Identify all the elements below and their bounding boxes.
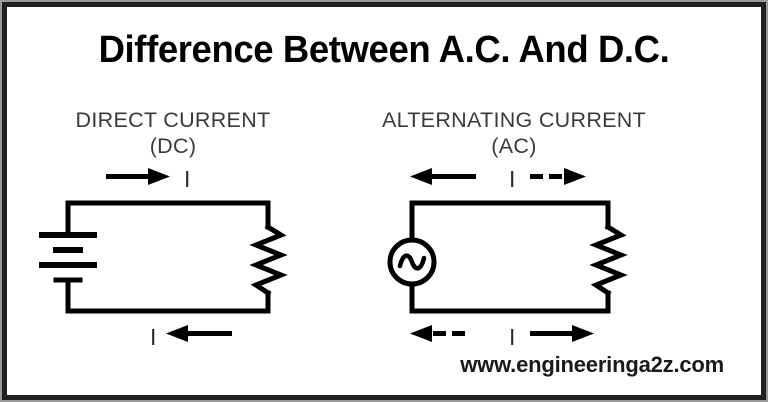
ac-bottom-right-arrow-shaft xyxy=(530,331,576,336)
ac-top-right-arrow-dash-2 xyxy=(549,174,562,179)
ac-bottom-left-arrow-head xyxy=(410,325,432,342)
ac-top-left-arrow-head xyxy=(410,168,432,185)
dc-bottom-current-arrow xyxy=(166,325,232,342)
ac-top-left-current-arrow xyxy=(410,168,476,185)
ac-heading-main: ALTERNATING CURRENT xyxy=(381,108,647,132)
dc-resistor-zigzag xyxy=(249,223,288,297)
dc-top-arrow-shaft xyxy=(106,174,152,179)
dc-current-label-bottom: I xyxy=(150,324,157,350)
ac-bottom-left-current-arrow xyxy=(410,325,465,342)
ac-bottom-left-arrow-dash-2 xyxy=(433,331,446,336)
ac-heading: ALTERNATING CURRENT (AC) xyxy=(337,107,691,159)
ac-resistor-zigzag xyxy=(589,223,628,297)
dc-top-current-arrow xyxy=(106,168,170,185)
dc-heading-sub: (DC) xyxy=(149,134,197,158)
dc-bottom-arrow-shaft xyxy=(184,331,232,336)
ac-circuit-diagram xyxy=(362,165,662,360)
ac-top-right-arrow-head xyxy=(564,168,586,185)
ac-top-left-arrow-shaft xyxy=(428,174,476,179)
dc-current-label-top: I xyxy=(184,166,191,192)
dc-heading-main: DIRECT CURRENT xyxy=(75,108,271,132)
ac-source-sine-icon xyxy=(397,253,427,271)
page-title: Difference Between A.C. And D.C. xyxy=(98,29,670,71)
dc-circuit-diagram xyxy=(18,165,318,360)
ac-current-label-bottom: I xyxy=(509,324,516,350)
ac-top-right-current-arrow xyxy=(530,168,586,185)
ac-current-label-top: I xyxy=(509,166,516,192)
dc-top-arrow-head xyxy=(148,168,170,185)
dc-heading: DIRECT CURRENT (DC) xyxy=(26,107,320,159)
ac-top-right-arrow-dash-1 xyxy=(530,174,543,179)
ac-bottom-right-arrow-head xyxy=(572,325,594,342)
site-watermark: www.engineeringa2z.com xyxy=(460,352,724,377)
ac-heading-sub: (AC) xyxy=(491,134,537,158)
ac-bottom-left-arrow-dash-1 xyxy=(452,331,465,336)
dc-bottom-arrow-head xyxy=(166,325,188,342)
ac-bottom-right-current-arrow xyxy=(530,325,594,342)
ac-source-circle xyxy=(387,237,437,287)
